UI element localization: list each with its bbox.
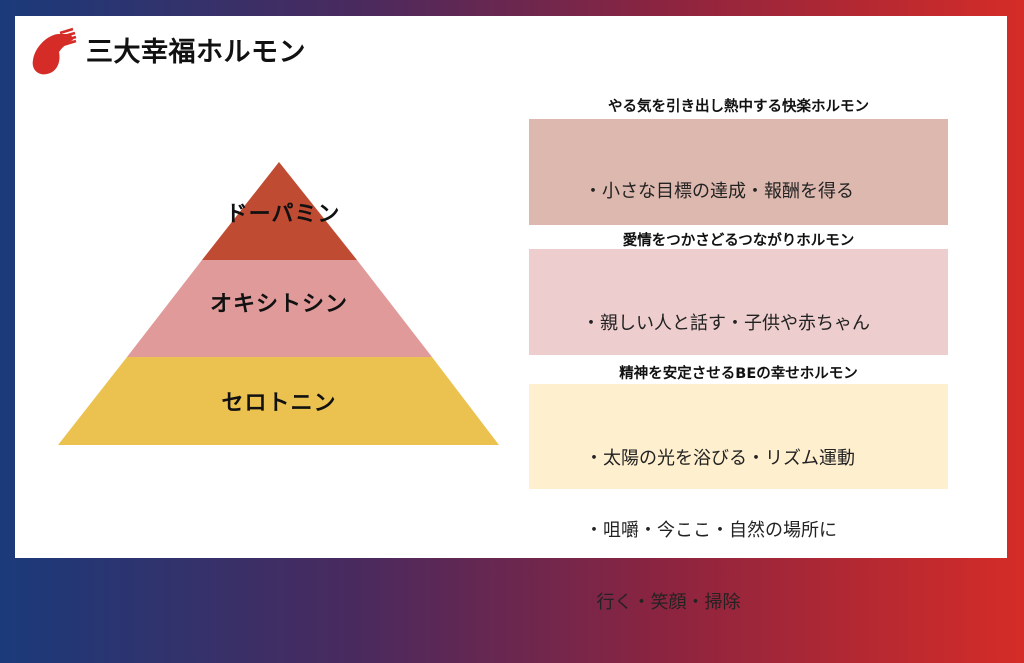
section-heading-dopamine: やる気を引き出し熱中する快楽ホルモン (608, 99, 869, 115)
section-box-dopamine: ・小さな目標の達成・報酬を得る ・未知の体験・新しい発見・チャ レンジ・熱中でき… (529, 119, 948, 346)
pyramid-label-serotonin: セロトニン (221, 391, 337, 416)
pyramid-level-dopamine (202, 162, 357, 260)
section-box-serotonin: ・太陽の光を浴びる・リズム運動 ・咀嚼・今ここ・自然の場所に 行く・笑顔・掃除 (529, 384, 948, 613)
section-body-serotonin: ・太陽の光を浴びる・リズム運動 ・咀嚼・今ここ・自然の場所に 行く・笑顔・掃除 (585, 399, 855, 663)
section-line: ・親しい人と話す・子供や赤ちゃん (582, 313, 870, 334)
section-line: ・小さな目標の達成・報酬を得る (584, 181, 854, 202)
section-line: ・咀嚼・今ここ・自然の場所に (585, 520, 837, 541)
hormone-pyramid (58, 162, 499, 445)
page-title: 三大幸福ホルモン (86, 37, 306, 68)
pyramid-label-oxytocin: オキシトシン (209, 292, 349, 317)
section-line: 行く・笑顔・掃除 (585, 592, 741, 613)
section-heading-serotonin: 精神を安定させるBEの幸せホルモン (619, 366, 858, 382)
pyramid-level-oxytocin (127, 260, 432, 357)
comet-logo-icon (32, 27, 77, 75)
pyramid-level-serotonin (58, 357, 499, 445)
section-box-oxytocin: ・親しい人と話す・子供や赤ちゃん と触れ合う・スキンシップ・マッ サージ・可愛い… (529, 249, 948, 478)
section-heading-oxytocin: 愛情をつかさどるつながりホルモン (622, 233, 855, 249)
section-line: ・太陽の光を浴びる・リズム運動 (585, 448, 855, 469)
pyramid-label-dopamine: ドーパミン (225, 202, 341, 227)
